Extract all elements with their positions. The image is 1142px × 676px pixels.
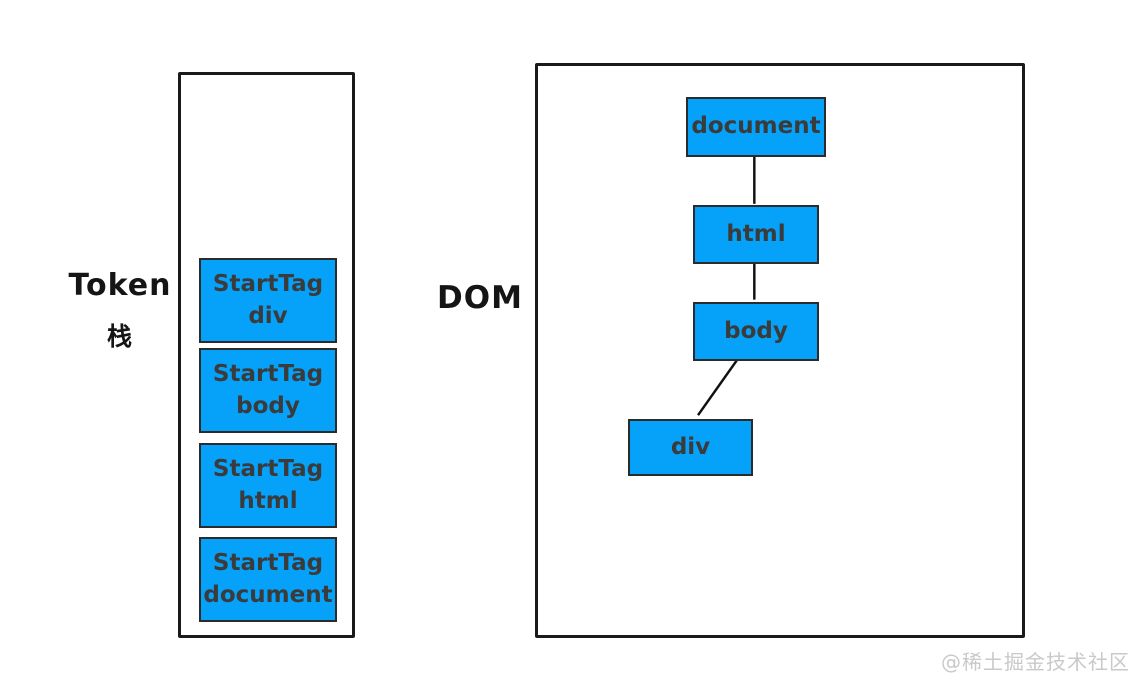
stack-item-starttag-document: StartTag document (199, 537, 337, 622)
stack-item-line2: document (203, 581, 333, 608)
dom-node-label: div (670, 433, 711, 460)
token-stack-label: Token 栈 (58, 268, 182, 353)
token-stack-label-line1: Token (68, 268, 172, 303)
edge-body-div (697, 357, 740, 416)
dom-node-div: div (628, 419, 753, 476)
stack-item-starttag-body: StartTag body (199, 348, 337, 433)
stack-item-line1: StartTag (212, 271, 324, 298)
token-stack-panel: StartTag div StartTag body StartTag html… (178, 72, 355, 638)
dom-tree-panel: document html body div (535, 63, 1025, 638)
stack-item-line2: html (238, 487, 298, 514)
juejin-watermark: @稀土掘金技术社区 (941, 650, 1130, 674)
dom-node-label: document (691, 113, 821, 140)
dom-node-label: html (726, 220, 786, 247)
dom-node-document: document (686, 97, 826, 157)
stack-item-starttag-div: StartTag div (199, 258, 337, 343)
stack-item-line2: div (248, 302, 288, 329)
token-stack-label-line2: 栈 (106, 322, 133, 351)
dom-node-label: body (724, 317, 788, 344)
dom-label: DOM (437, 280, 523, 316)
stack-item-starttag-html: StartTag html (199, 443, 337, 528)
stack-item-line2: body (236, 392, 300, 419)
dom-node-body: body (693, 302, 819, 361)
stack-item-line1: StartTag (212, 361, 324, 388)
stack-item-line1: StartTag (212, 550, 324, 577)
stack-item-line1: StartTag (212, 456, 324, 483)
dom-node-html: html (693, 205, 819, 264)
